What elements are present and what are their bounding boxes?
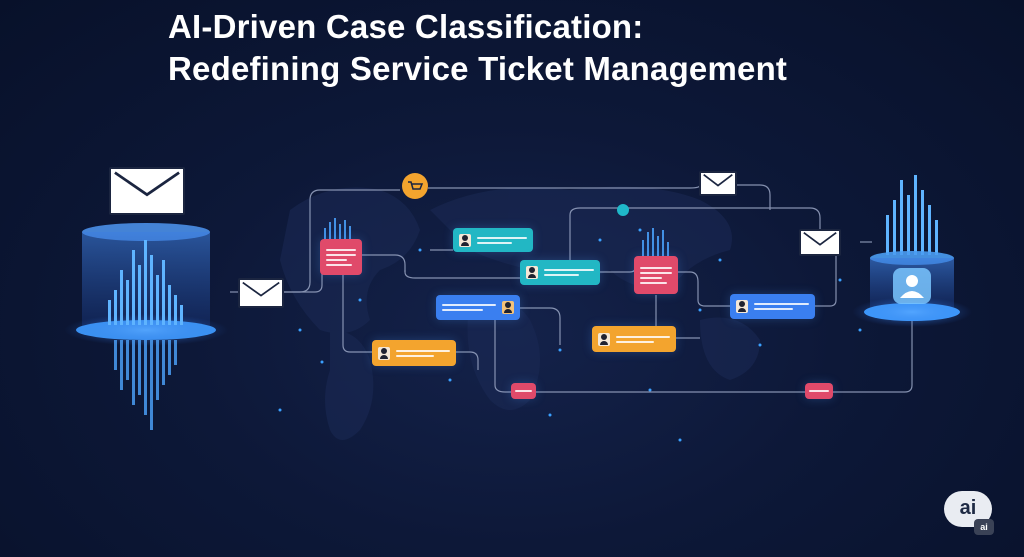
ticket-card-red — [320, 239, 362, 275]
avatar — [598, 332, 610, 346]
ai-logo-text: ai — [959, 497, 977, 519]
avatar — [502, 301, 514, 314]
ticket-card-orange — [372, 340, 456, 366]
avatar — [736, 300, 748, 313]
envelope-icon — [109, 167, 185, 215]
page-title: AI-Driven Case Classification: Redefinin… — [168, 6, 787, 90]
world-map — [280, 186, 760, 440]
avatar — [378, 346, 390, 360]
ticket-card-blue — [730, 294, 815, 319]
ticket-card-red — [634, 256, 678, 294]
junction-node — [617, 204, 629, 216]
ticket-tag-red — [511, 383, 536, 399]
title-line-2: Redefining Service Ticket Management — [168, 50, 788, 87]
avatar — [526, 266, 538, 279]
mini-histograms — [324, 218, 669, 256]
ticket-card-teal — [453, 228, 533, 252]
envelope-icon — [238, 278, 284, 308]
inbox-cylinder — [64, 223, 228, 430]
agent-cylinder — [852, 175, 972, 327]
ai-logo-sub: ai — [974, 519, 994, 535]
envelope-icon — [699, 171, 737, 196]
cart-node — [402, 173, 428, 199]
title-line-1: AI-Driven Case Classification: — [168, 8, 644, 45]
ticket-card-orange — [592, 326, 676, 352]
ai-logo-icon: ai ai — [944, 491, 994, 535]
avatar — [459, 233, 471, 247]
ticket-card-blue — [436, 295, 520, 320]
envelope-icon — [799, 229, 841, 256]
ticket-card-teal — [520, 260, 600, 285]
ticket-tag-red — [805, 383, 833, 399]
user-icon — [900, 275, 924, 298]
